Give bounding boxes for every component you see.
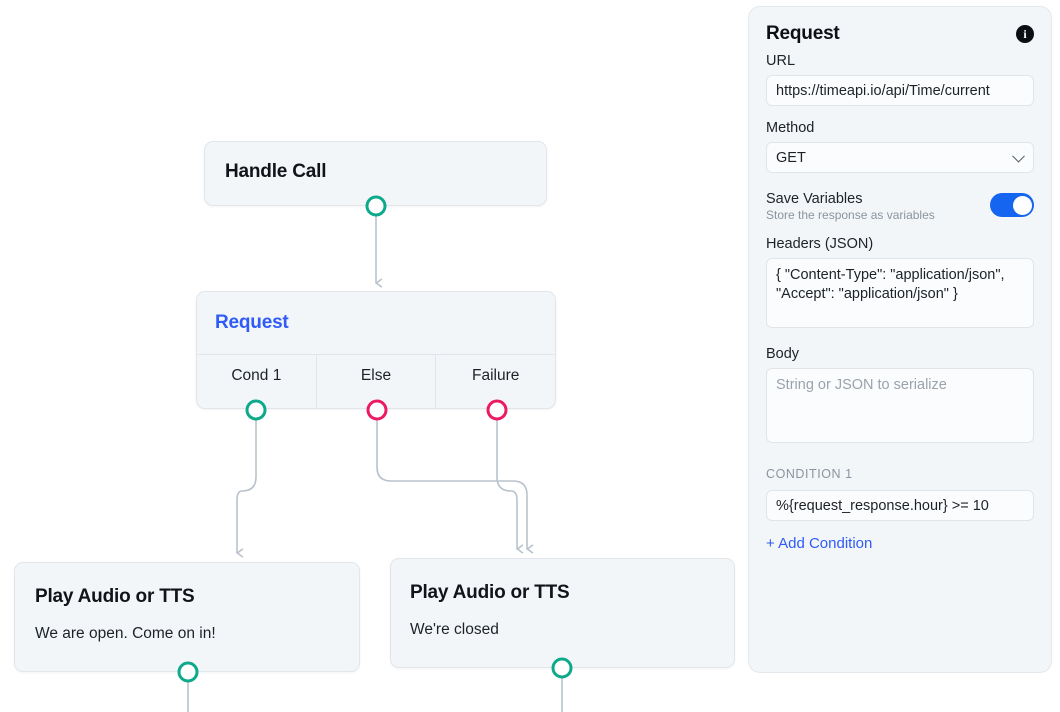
- node-request-header: Request: [197, 292, 555, 355]
- save-variables-row: Save Variables Store the response as var…: [766, 191, 1034, 222]
- flow-edges: [187, 205, 563, 712]
- body-label: Body: [766, 346, 800, 362]
- node-output-failure[interactable]: Failure: [436, 355, 555, 409]
- condition-1-input[interactable]: %{request_response.hour} >= 10: [766, 490, 1034, 521]
- body-textarea[interactable]: String or JSON to serialize: [766, 368, 1034, 443]
- port-else-out[interactable]: [366, 399, 388, 421]
- node-output-cond-1[interactable]: Cond 1: [197, 355, 317, 409]
- port-cond-1-out[interactable]: [245, 399, 267, 421]
- request-properties-panel: Request i URL https://timeapi.io/api/Tim…: [748, 6, 1052, 673]
- info-icon[interactable]: i: [1016, 25, 1034, 43]
- node-request-outputs: Cond 1 Else Failure: [197, 355, 555, 409]
- headers-label: Headers (JSON): [766, 236, 874, 252]
- panel-header: Request i: [766, 23, 1034, 53]
- save-variables-label: Save Variables: [766, 191, 863, 207]
- node-play-audio-tts-2[interactable]: Play Audio or TTS We're closed: [390, 558, 735, 668]
- node-subtitle: We're closed: [410, 621, 499, 638]
- node-play-audio-tts-1[interactable]: Play Audio or TTS We are open. Come on i…: [14, 562, 360, 672]
- headers-textarea[interactable]: { "Content-Type": "application/json", "A…: [766, 258, 1034, 328]
- node-title: Play Audio or TTS: [410, 582, 570, 603]
- port-play-audio-2-out[interactable]: [551, 657, 573, 679]
- condition-1-label: CONDITION 1: [766, 467, 853, 481]
- method-label: Method: [766, 120, 815, 136]
- node-output-else[interactable]: Else: [317, 355, 437, 409]
- node-title: Handle Call: [225, 161, 327, 182]
- method-select[interactable]: GET: [766, 142, 1034, 173]
- save-variables-toggle[interactable]: [990, 193, 1034, 217]
- url-label: URL: [766, 53, 796, 69]
- node-request[interactable]: Request Cond 1 Else Failure: [196, 291, 556, 409]
- node-output-label: Failure: [471, 367, 520, 384]
- port-handle-call-out[interactable]: [365, 195, 387, 217]
- node-subtitle: We are open. Come on in!: [35, 625, 216, 642]
- save-variables-description: Store the response as variables: [766, 208, 935, 222]
- node-title: Request: [215, 312, 289, 333]
- port-failure-out[interactable]: [486, 399, 508, 421]
- add-condition-button[interactable]: + Add Condition: [766, 535, 873, 552]
- node-output-label: Else: [360, 367, 392, 384]
- method-select-value: GET: [776, 149, 806, 166]
- node-title: Play Audio or TTS: [35, 586, 195, 607]
- toggle-knob: [1012, 195, 1032, 215]
- port-play-audio-1-out[interactable]: [177, 661, 199, 683]
- chevron-down-icon: [1012, 149, 1025, 163]
- url-input[interactable]: https://timeapi.io/api/Time/current: [766, 75, 1034, 106]
- node-output-label: Cond 1: [231, 367, 282, 384]
- panel-title: Request: [766, 23, 840, 44]
- flow-canvas[interactable]: Handle Call Request Cond 1 Else Failure: [0, 0, 748, 712]
